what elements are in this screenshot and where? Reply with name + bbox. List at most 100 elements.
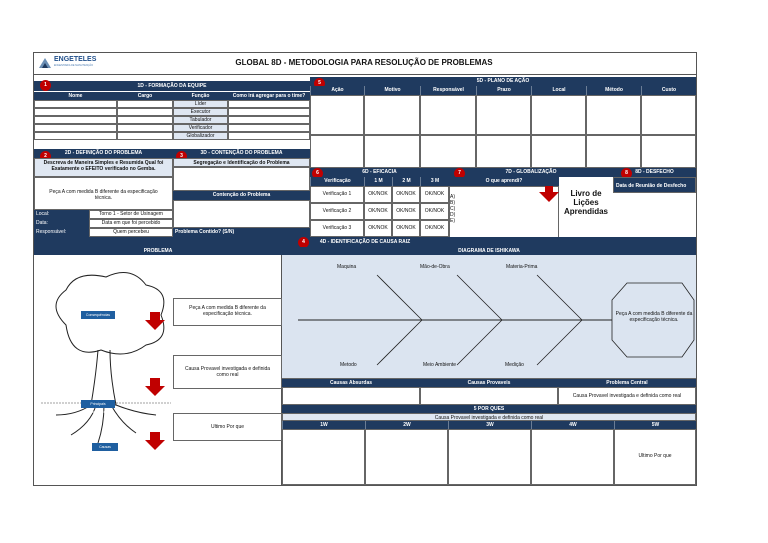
d6-status-cell[interactable]: OK/NOK bbox=[392, 203, 420, 220]
whys-field-3[interactable] bbox=[531, 429, 614, 485]
d1-cargo-field[interactable] bbox=[117, 116, 173, 124]
d5-field2-4[interactable] bbox=[531, 135, 586, 168]
d2-row-label: Local: bbox=[34, 210, 89, 219]
whys-field-1[interactable] bbox=[365, 429, 448, 485]
d5-field2-1[interactable] bbox=[364, 135, 420, 168]
d2-row-value[interactable]: Data em que foi percebido bbox=[89, 219, 173, 228]
d5-field-2[interactable] bbox=[420, 95, 476, 135]
fishbone-mao-de-obra: Mão-de-Obra bbox=[420, 264, 450, 270]
fishbone-metodo: Metodo bbox=[340, 362, 357, 368]
whys-subheader: Causa Provavel investigada e definida co… bbox=[282, 413, 696, 421]
d5-field-4[interactable] bbox=[531, 95, 586, 135]
d5-field-1[interactable] bbox=[364, 95, 420, 135]
causas-provaveis-header: Causas Provaveis bbox=[420, 379, 558, 387]
d1-cargo-field[interactable] bbox=[117, 100, 173, 108]
d1-cargo-field[interactable] bbox=[117, 124, 173, 132]
tree-leaves-label: Consequências bbox=[81, 311, 115, 319]
d1-nome-field[interactable] bbox=[34, 116, 117, 124]
logo-text: ENGETELES bbox=[54, 56, 96, 63]
whys-field-2[interactable] bbox=[448, 429, 531, 485]
d2-row-value[interactable]: Quem percebeu bbox=[89, 228, 173, 237]
d5-col-6: Custo bbox=[641, 86, 696, 95]
whys-field-0[interactable] bbox=[282, 429, 365, 485]
causas-absurdas-field[interactable] bbox=[282, 387, 420, 405]
d1-agregar-field[interactable] bbox=[228, 132, 310, 140]
whys-col-3: 4W bbox=[531, 421, 614, 429]
d6-status-cell[interactable]: OK/NOK bbox=[364, 220, 392, 237]
fishbone-materia-prima: Materia-Prima bbox=[506, 264, 537, 270]
d5-field-5[interactable] bbox=[586, 95, 641, 135]
d6-status-cell[interactable]: OK/NOK bbox=[420, 220, 449, 237]
d1-nome-field[interactable] bbox=[34, 108, 117, 116]
d1-badge: 1 bbox=[40, 80, 51, 91]
d2-row-value[interactable]: Torno 1 - Setor de Usinagem bbox=[89, 210, 173, 219]
d1-role-3: Verificador bbox=[173, 124, 228, 132]
d3-header: 3D - CONTENÇÃO DO PROBLEMA bbox=[173, 149, 310, 158]
d5-field-3[interactable] bbox=[476, 95, 531, 135]
problema-central-field[interactable]: Causa Provavel investigada e definida co… bbox=[558, 387, 696, 405]
d6-col-1: 1 M bbox=[364, 177, 392, 186]
d7-book-label: Livro de Lições Aprendidas bbox=[559, 189, 613, 216]
d6-status-cell[interactable]: OK/NOK bbox=[420, 203, 449, 220]
d6-header: 6D - EFICACIA bbox=[310, 168, 449, 177]
causas-provaveis-field[interactable] bbox=[420, 387, 558, 405]
whys-col-4: 5W bbox=[614, 421, 696, 429]
d1-cargo-field[interactable] bbox=[117, 132, 173, 140]
tree-box-consequence[interactable]: Peça A com medida B diferente da especif… bbox=[173, 298, 282, 326]
d5-field2-5[interactable] bbox=[586, 135, 641, 168]
d5-col-2: Responsável bbox=[420, 86, 476, 95]
tree-trunk-label: Principais Correlações bbox=[81, 400, 115, 408]
whys-header: 5 POR QUES bbox=[282, 405, 696, 413]
fishbone-medicao: Medição bbox=[505, 362, 524, 368]
d6-status-cell[interactable]: OK/NOK bbox=[364, 203, 392, 220]
d5-field-0[interactable] bbox=[310, 95, 364, 135]
d1-cargo-field[interactable] bbox=[117, 108, 173, 116]
fishbone-meio-ambiente: Meio Ambiente bbox=[423, 362, 456, 368]
d2-answer[interactable]: Peça A com medida B diferente da especif… bbox=[34, 177, 173, 210]
d7-question: O que aprendi? bbox=[449, 177, 559, 186]
d1-col-funcao: Função bbox=[173, 92, 228, 100]
d4-problema-header: PROBLEMA bbox=[34, 247, 282, 255]
d6-status-cell[interactable]: OK/NOK bbox=[420, 186, 449, 203]
d5-col-4: Local bbox=[531, 86, 586, 95]
d5-field2-6[interactable] bbox=[641, 135, 696, 168]
d6-status-cell[interactable]: OK/NOK bbox=[392, 186, 420, 203]
d1-nome-field[interactable] bbox=[34, 132, 117, 140]
d5-field2-0[interactable] bbox=[310, 135, 364, 168]
d1-agregar-field[interactable] bbox=[228, 116, 310, 124]
d5-field2-3[interactable] bbox=[476, 135, 531, 168]
page-title: GLOBAL 8D - METODOLOGIA PARA RESOLUÇÃO D… bbox=[154, 58, 574, 67]
d6-col-2: 2 M bbox=[392, 177, 420, 186]
d6-col-3: 3 M bbox=[420, 177, 449, 186]
d5-field2-2[interactable] bbox=[420, 135, 476, 168]
d3-subheader: Segregação e Identificação do Problema bbox=[173, 158, 310, 167]
d3-segregation-field[interactable] bbox=[173, 167, 310, 191]
d6-row-label: Verificação 3 bbox=[310, 220, 364, 237]
d6-status-cell[interactable]: OK/NOK bbox=[392, 220, 420, 237]
d1-nome-field[interactable] bbox=[34, 100, 117, 108]
d6-status-cell[interactable]: OK/NOK bbox=[364, 186, 392, 203]
d2-row-label: Responsável: bbox=[34, 228, 89, 237]
d1-role-1: Executor bbox=[173, 108, 228, 116]
tree-box-last-why[interactable]: Ultimo Por que bbox=[173, 413, 282, 441]
whys-col-1: 2W bbox=[365, 421, 448, 429]
d1-col-nome: Nome bbox=[34, 92, 117, 100]
d4-header: 4D - IDENTIFICAÇÃO DE CAUSA RAIZ bbox=[34, 237, 696, 247]
whys-col-2: 3W bbox=[448, 421, 531, 429]
d1-agregar-field[interactable] bbox=[228, 124, 310, 132]
d1-role-0: Líder bbox=[173, 100, 228, 108]
d3-contido-label: Problema Contido? (S/N) bbox=[173, 228, 310, 237]
d1-agregar-field[interactable] bbox=[228, 100, 310, 108]
d1-agregar-field[interactable] bbox=[228, 108, 310, 116]
d1-role-2: Tabulador bbox=[173, 116, 228, 124]
d1-col-cargo: Cargo bbox=[117, 92, 173, 100]
d5-field-6[interactable] bbox=[641, 95, 696, 135]
whys-last-text: Ultimo Por que bbox=[614, 453, 696, 459]
d5-col-5: Método bbox=[586, 86, 641, 95]
tree-box-cause[interactable]: Causa Provavel investigada e definida co… bbox=[173, 355, 282, 389]
d3-contencao-field[interactable] bbox=[173, 200, 310, 228]
d2-row-label: Data: bbox=[34, 219, 89, 228]
d1-nome-field[interactable] bbox=[34, 124, 117, 132]
d7-arrow-down-icon bbox=[539, 186, 559, 206]
d7-header: 7D - GLOBALIZAÇÃO bbox=[449, 168, 613, 177]
